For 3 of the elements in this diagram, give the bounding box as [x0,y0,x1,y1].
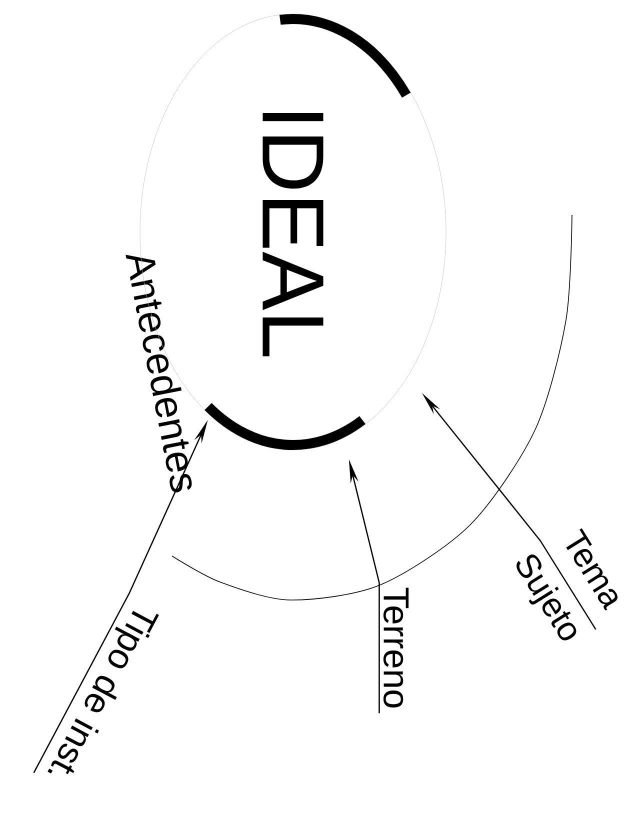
label-text: Terreno [383,588,409,708]
label-text: Tipo de inst. [48,610,159,774]
ring-label: Antecedentes [126,254,192,492]
